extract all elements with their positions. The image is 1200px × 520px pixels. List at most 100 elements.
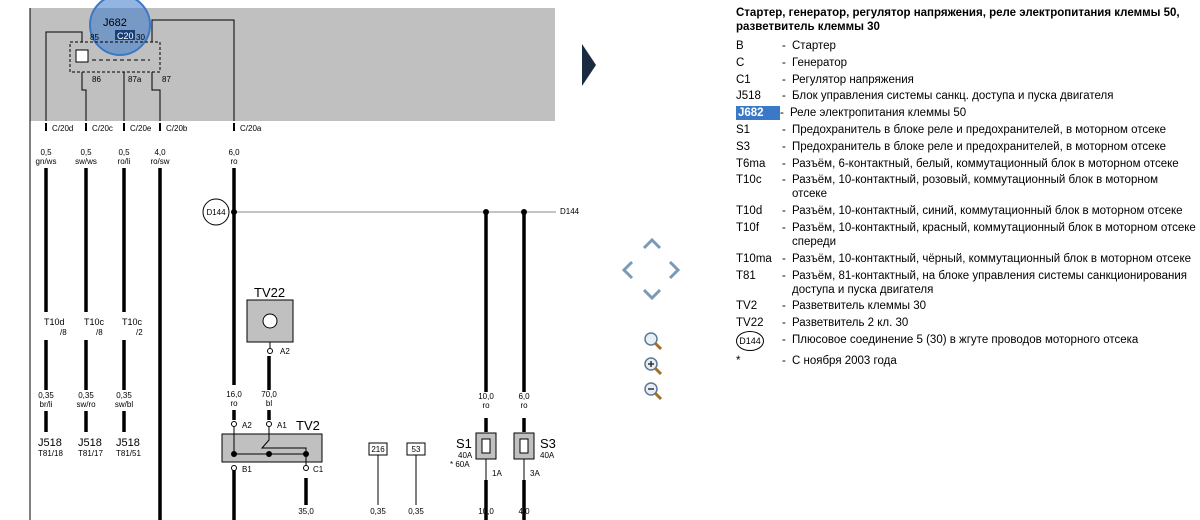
legend-dash: -: [782, 221, 786, 234]
relay-pin-30: 30: [136, 33, 145, 42]
legend-code: TV2: [736, 300, 758, 313]
connector-t10c-8[interactable]: T10c /8: [84, 317, 105, 337]
lower-wire-1-gauge: 0,35: [38, 391, 54, 400]
legend-dash: -: [782, 140, 786, 153]
zoom-in-icon[interactable]: [642, 355, 664, 377]
thick-wires: [44, 168, 526, 520]
socket-c20e: C/20e: [123, 123, 152, 133]
svg-text:3A: 3A: [530, 469, 540, 478]
legend-code: C1: [736, 73, 751, 86]
relay-j682[interactable]: J682 C20: [69, 0, 161, 73]
relay-pin-86: 86: [92, 75, 101, 84]
fuse-wire-2-gauge: 6,0: [518, 392, 530, 401]
splice-d144[interactable]: D144: [202, 198, 230, 226]
connector-t10c-2[interactable]: T10c /2: [122, 317, 143, 337]
svg-text:40A: 40A: [540, 451, 555, 460]
tv2-wire-2-color: bl: [266, 399, 272, 408]
svg-text:TV22: TV22: [254, 285, 285, 300]
legend-code: C: [736, 56, 745, 69]
tv2-wire-1-gauge: 16,0: [226, 390, 242, 399]
socket-c20a: C/20a: [233, 123, 262, 133]
legend-desc: Предохранитель в блоке реле и предохрани…: [792, 140, 1167, 153]
chevron-down-icon[interactable]: [640, 286, 664, 302]
legend-desc: Разветвитель клеммы 30: [792, 300, 927, 313]
wire-1-color: gn/ws: [36, 157, 57, 166]
legend-code-selected[interactable]: J682: [736, 106, 780, 121]
zoom-out-icon[interactable]: [642, 380, 664, 402]
legend-desc: Плюсовое соединение 5 (30) в жгуте прово…: [792, 333, 1139, 346]
legend-dash: -: [782, 73, 786, 86]
tv22-block[interactable]: TV22 A2: [246, 285, 294, 356]
legend-row-j682[interactable]: J682-Реле электропитания клеммы 50: [736, 106, 1196, 121]
legend-row-j518: J518-Блок управления системы санкц. дост…: [736, 89, 1196, 103]
j518-terminal-17[interactable]: J518 T81/17: [78, 437, 103, 458]
legend-desc: Генератор: [792, 56, 848, 69]
ref-box-216[interactable]: 216: [368, 442, 388, 456]
svg-text:A2: A2: [280, 347, 290, 356]
legend-dash: -: [782, 300, 786, 313]
bottom-gauge-5: 4,0: [518, 507, 530, 516]
j518-terminal-51[interactable]: J518 T81/51: [116, 437, 141, 458]
legend-row-c: C-Генератор: [736, 56, 1196, 70]
lower-wire-3-color: sw/bl: [115, 400, 133, 409]
legend-dash: -: [782, 90, 786, 103]
legend-panel: Стартер, генератор, регулятор напряжения…: [736, 6, 1196, 371]
wire-2-gauge: 0,5: [80, 148, 92, 157]
fuse-s1[interactable]: S1 40A * 60A 1A: [450, 432, 502, 478]
svg-text:J518: J518: [116, 437, 140, 449]
connector-t10d[interactable]: T10d /8: [44, 317, 67, 337]
legend-title: Стартер, генератор, регулятор напряжения…: [736, 7, 1180, 33]
j518-terminal-18[interactable]: J518 T81/18: [38, 437, 63, 458]
svg-text:C/20e: C/20e: [130, 124, 152, 133]
lower-wire-2-color: sw/ro: [76, 400, 96, 409]
legend-row-t10d: T10d-Разъём, 10-контактный, синий, комму…: [736, 204, 1196, 218]
lower-wire-1-color: br/li: [40, 400, 53, 409]
legend-row-t6ma: T6ma-Разъём, 6-контактный, белый, коммут…: [736, 157, 1196, 171]
fuse-s3[interactable]: S3 40A 3A: [513, 432, 556, 478]
relay-pin-85: 85: [90, 33, 99, 42]
legend-code: S3: [736, 140, 751, 153]
wire-3-color: ro/li: [118, 157, 131, 166]
svg-text:A1: A1: [277, 421, 287, 430]
svg-text:C/20d: C/20d: [52, 124, 73, 133]
legend-desc: Разъём, 10-контактный, синий, коммутацио…: [792, 205, 1183, 218]
relay-pin-87a: 87a: [128, 75, 142, 84]
legend-dash: -: [782, 269, 786, 282]
wire-1-gauge: 0,5: [40, 148, 52, 157]
svg-text:T10c: T10c: [122, 317, 143, 327]
legend-desc: Блок управления системы санкц. доступа и…: [792, 90, 1114, 103]
legend-row-t10ma: T10ma-Разъём, 10-контактный, чёрный, ком…: [736, 252, 1196, 266]
legend-dash: -: [782, 205, 786, 218]
chevron-left-icon[interactable]: [620, 258, 636, 282]
svg-text:TV2: TV2: [296, 418, 320, 433]
tv2-block[interactable]: TV2 A2 A1 B1 C1: [221, 418, 324, 474]
svg-text:T10c: T10c: [84, 317, 105, 327]
legend-code: TV22: [736, 317, 764, 330]
legend-row-s3: S3 -Предохранитель в блоке реле и предохр…: [736, 140, 1196, 154]
bottom-gauge-2: 0,35: [370, 507, 386, 516]
svg-text:/8: /8: [96, 328, 103, 337]
svg-text:/2: /2: [136, 328, 143, 337]
legend-row-t81: T81-Разъём, 81-контактный, на блоке упра…: [736, 269, 1196, 297]
legend-code: *: [736, 354, 741, 367]
legend-code: S1: [736, 123, 751, 136]
wiring-diagram: J682 C20 85 86 30 87a 87 C/20d C/20c C/2…: [29, 0, 580, 520]
svg-text:B1: B1: [242, 465, 252, 474]
chevron-up-icon[interactable]: [640, 236, 664, 252]
legend-desc: Разъём, 10-контактный, чёрный, коммутаци…: [792, 252, 1192, 265]
tv2-wire-2-gauge: 70,0: [261, 390, 277, 399]
legend-code: T10ma: [736, 252, 772, 265]
svg-text:1A: 1A: [492, 469, 502, 478]
wire-5-color: ro: [230, 157, 238, 166]
legend-dash: -: [782, 157, 786, 170]
legend-row-footnote: *-С ноября 2003 года: [736, 354, 1196, 368]
ref-box-53[interactable]: 53: [406, 442, 426, 456]
chevron-right-icon[interactable]: [666, 258, 682, 282]
legend-row-s1: S1-Предохранитель в блоке реле и предохр…: [736, 123, 1196, 137]
legend-row-d144: D144-Плюсовое соединение 5 (30) в жгуте …: [736, 330, 1196, 351]
wire-4-color: ro/sw: [150, 157, 169, 166]
svg-text:J518: J518: [78, 437, 102, 449]
next-page-arrow-icon[interactable]: [582, 44, 596, 86]
zoom-icon[interactable]: [642, 330, 664, 352]
legend-dash: -: [782, 354, 786, 367]
